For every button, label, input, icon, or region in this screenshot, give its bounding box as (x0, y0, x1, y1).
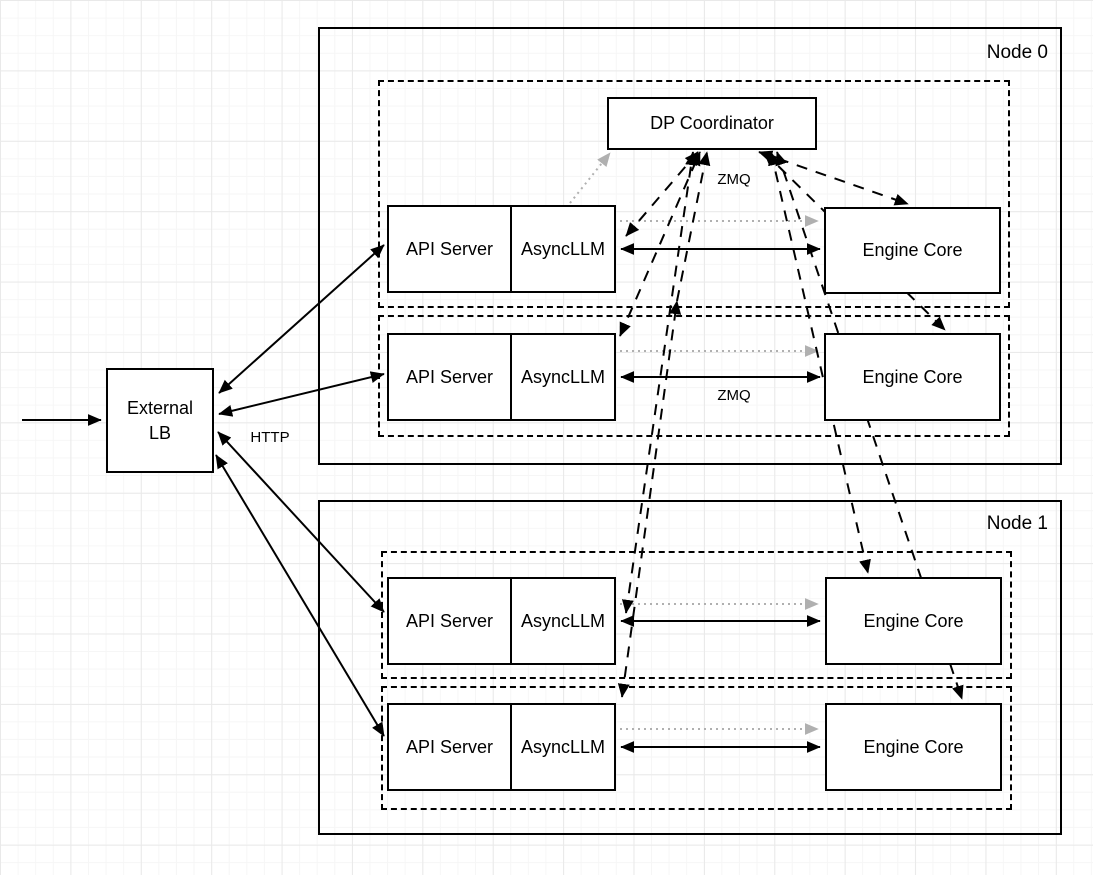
edge-lb-api3 (215, 454, 385, 737)
api-server-box-n0r1: API Server AsyncLLM (387, 333, 616, 421)
dp-coordinator-label: DP Coordinator (650, 113, 774, 133)
api-server-label: API Server (405, 238, 494, 259)
engine-core-label: Engine Core (863, 610, 964, 631)
node0-label: Node 0 (986, 42, 1048, 63)
engine-core-box-n1r1: Engine Core (825, 703, 1002, 791)
engine-core-label: Engine Core (863, 736, 964, 757)
edge-coord-llm3-dashed-upper (676, 151, 711, 302)
external-lb-label: External LB (126, 398, 194, 443)
http-label: HTTP (250, 429, 290, 446)
node1-label: Node 1 (986, 513, 1048, 534)
edge-coord-llm3-dashed-lower (617, 300, 682, 698)
engine-core-label: Engine Core (862, 240, 963, 260)
asyncllm-label: AsyncLLM (510, 579, 614, 663)
asyncllm-label: AsyncLLM (510, 207, 614, 291)
node1-rank3-group (381, 686, 1012, 810)
zmq-engine-label: ZMQ (717, 387, 751, 404)
engine-core-box-n0r0: Engine Core (824, 207, 1001, 294)
asyncllm-label: AsyncLLM (510, 705, 614, 789)
api-server-label: API Server (405, 366, 494, 387)
zmq-coordinator-label: ZMQ (717, 171, 751, 188)
api-server-label: API Server (405, 736, 494, 757)
engine-core-box-n1r0: Engine Core (825, 577, 1002, 665)
dp-coordinator-box: DP Coordinator (607, 97, 817, 150)
engine-core-box-n0r1: Engine Core (824, 333, 1001, 421)
edge-coord-llm2-dashed (621, 151, 698, 614)
api-server-box-n1r1: API Server AsyncLLM (387, 703, 616, 791)
api-server-box-n0r0: API Server AsyncLLM (387, 205, 616, 293)
api-server-label: API Server (405, 610, 494, 631)
api-server-box-n1r0: API Server AsyncLLM (387, 577, 616, 665)
edge-lb-api0 (218, 244, 385, 394)
engine-core-label: Engine Core (862, 366, 963, 387)
external-lb-box: External LB (106, 368, 214, 473)
asyncllm-label: AsyncLLM (510, 335, 614, 419)
edge-lb-api1 (218, 371, 385, 417)
